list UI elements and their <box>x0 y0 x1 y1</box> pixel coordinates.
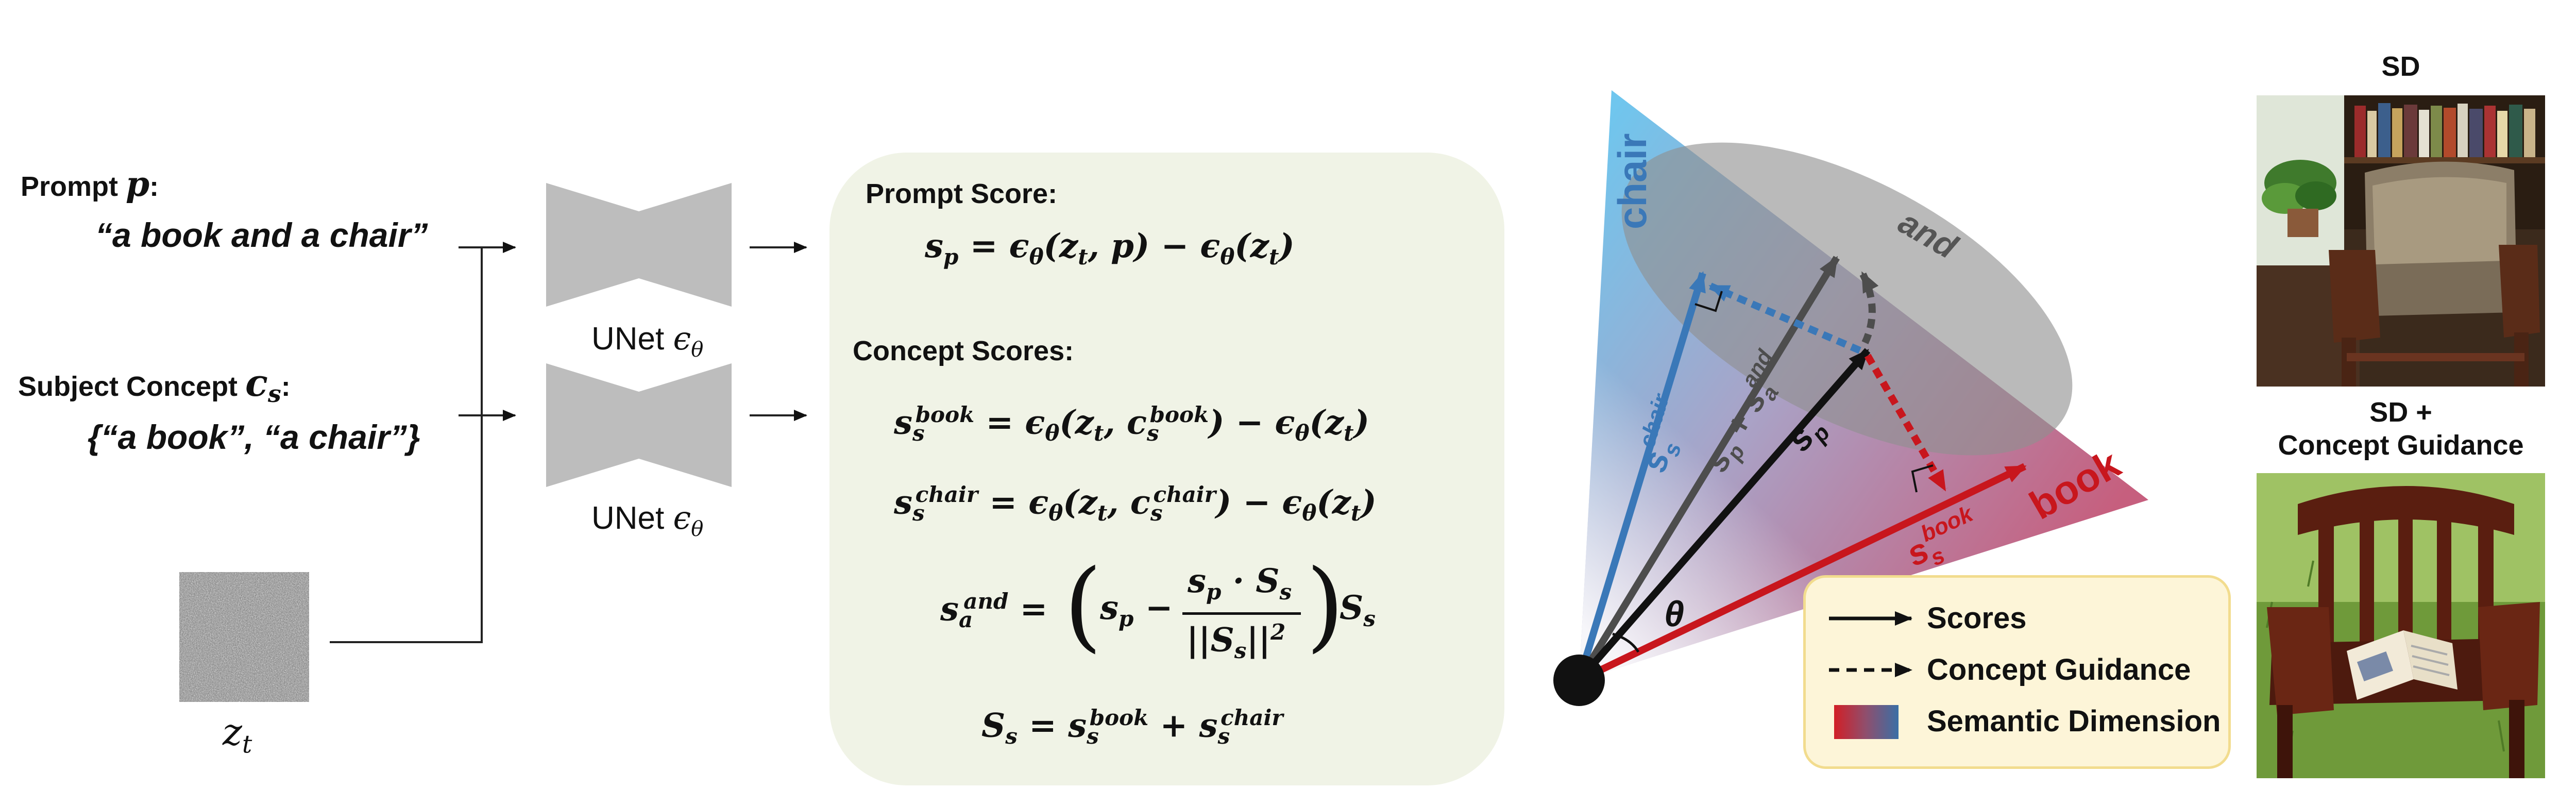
unet-label-bottom: UNet ϵθ <box>591 499 703 541</box>
prompt-score-arrow <box>1576 348 1871 683</box>
sd-cg-label: SD + Concept Guidance <box>2257 396 2545 462</box>
unet-epsilon: ϵ <box>673 499 691 536</box>
latent-connector <box>330 247 483 643</box>
legend-label-guidance: Concept Guidance <box>1927 653 2191 686</box>
eq-and-sp: sp − <box>1100 589 1173 631</box>
prompt-symbol: p <box>126 164 150 204</box>
eq-and-rparen: ) <box>1306 548 1345 662</box>
sd-cg-label-line1: SD + <box>2369 397 2432 428</box>
eq-chair-score: sschair = ϵθ(zt, cschair) − ϵθ(zt) <box>894 482 1377 526</box>
chair-guidance-arrow <box>1708 282 1861 354</box>
sum-score-arrow <box>1576 256 1840 682</box>
legend-gradient-swatch <box>1834 705 1899 739</box>
eq-and-lhs: saand = <box>940 589 1048 633</box>
concept-label-text: Subject Concept <box>18 371 246 402</box>
legend-label-semantic: Semantic Dimension <box>1927 705 2221 738</box>
unet-shape-top <box>546 183 732 307</box>
connector-lines <box>330 183 807 643</box>
eq-and-numerator: sp · Ss <box>1188 562 1292 605</box>
semantic-geometry-diagram: chair book and θ sp sschair sp + saand s… <box>1553 90 2148 706</box>
prompt-label-text: Prompt <box>21 171 126 202</box>
concept-value: {“a book”, “a chair”} <box>88 418 420 456</box>
chair-axis-label: chair <box>1609 133 1655 229</box>
open-book <box>2347 630 2458 700</box>
unet-label-text: UNet <box>591 500 673 536</box>
unet-theta: θ <box>691 517 704 541</box>
concept-sub: s <box>267 379 281 408</box>
concept-label: Subject Concept cs: <box>18 361 291 408</box>
prompt-colon: : <box>149 171 159 202</box>
latent-label: zt <box>223 710 252 759</box>
eq-and-lparen: ( <box>1064 548 1103 662</box>
unet-theta: θ <box>691 338 704 362</box>
eq-and-denominator: ||Ss||2 <box>1187 619 1286 664</box>
eq-sum: Ss = ssbook + sschair <box>981 705 1283 749</box>
concept-colon: : <box>281 371 291 402</box>
unet-epsilon: ϵ <box>673 320 691 357</box>
sd-result-image <box>2257 95 2545 387</box>
latent-sub: t <box>242 730 252 759</box>
legend-symbols <box>1829 611 1912 739</box>
legend-label-scores: Scores <box>1927 601 2027 635</box>
right-angle-chair <box>1694 291 1723 312</box>
sd-concept-guidance-result-image <box>2257 473 2545 778</box>
plant <box>2262 160 2336 237</box>
unet-label-top: UNet ϵθ <box>591 320 703 361</box>
eq-prompt-score: sp = ϵθ(zt, p) − ϵθ(zt) <box>925 227 1295 270</box>
prompt-label: Prompt p: <box>21 164 159 204</box>
unet-shape-bottom <box>546 363 732 487</box>
wooden-chair <box>2267 486 2540 778</box>
eq-book-score: ssbook = ϵθ(zt, csbook) − ϵθ(zt) <box>894 402 1369 446</box>
and-guidance-arrow <box>1859 271 1879 344</box>
origin-dot <box>1553 655 1605 706</box>
armchair <box>2329 161 2540 387</box>
bookshelf-books <box>2344 103 2545 163</box>
right-angle-book <box>1911 464 1934 493</box>
chair-score-arrow <box>1575 271 1706 682</box>
concept-symbol: c <box>245 361 268 405</box>
book-guidance-arrow <box>1864 354 1948 492</box>
eq-and-score: saand = ( sp − sp · Ss ||Ss||2 ) Ss <box>940 551 1455 670</box>
unet-label-text: UNet <box>591 321 673 357</box>
sd-cg-label-line2: Concept Guidance <box>2278 430 2524 461</box>
concept-scores-heading: Concept Scores: <box>853 336 1074 366</box>
score-panel <box>829 153 1504 785</box>
prompt-score-heading: Prompt Score: <box>866 178 1058 209</box>
sd-label: SD <box>2381 51 2420 82</box>
theta-label: θ <box>1664 594 1684 634</box>
prompt-value: “a book and a chair” <box>95 216 428 254</box>
eq-and-fraction-bar <box>1182 612 1301 615</box>
book-score-arrow <box>1577 463 2027 684</box>
latent-symbol: z <box>223 710 242 753</box>
and-ellipse <box>1621 142 2073 456</box>
theta-arc <box>1612 632 1640 653</box>
noise-latent-image <box>179 572 309 702</box>
eq-and-Ss: Ss <box>1340 589 1376 631</box>
